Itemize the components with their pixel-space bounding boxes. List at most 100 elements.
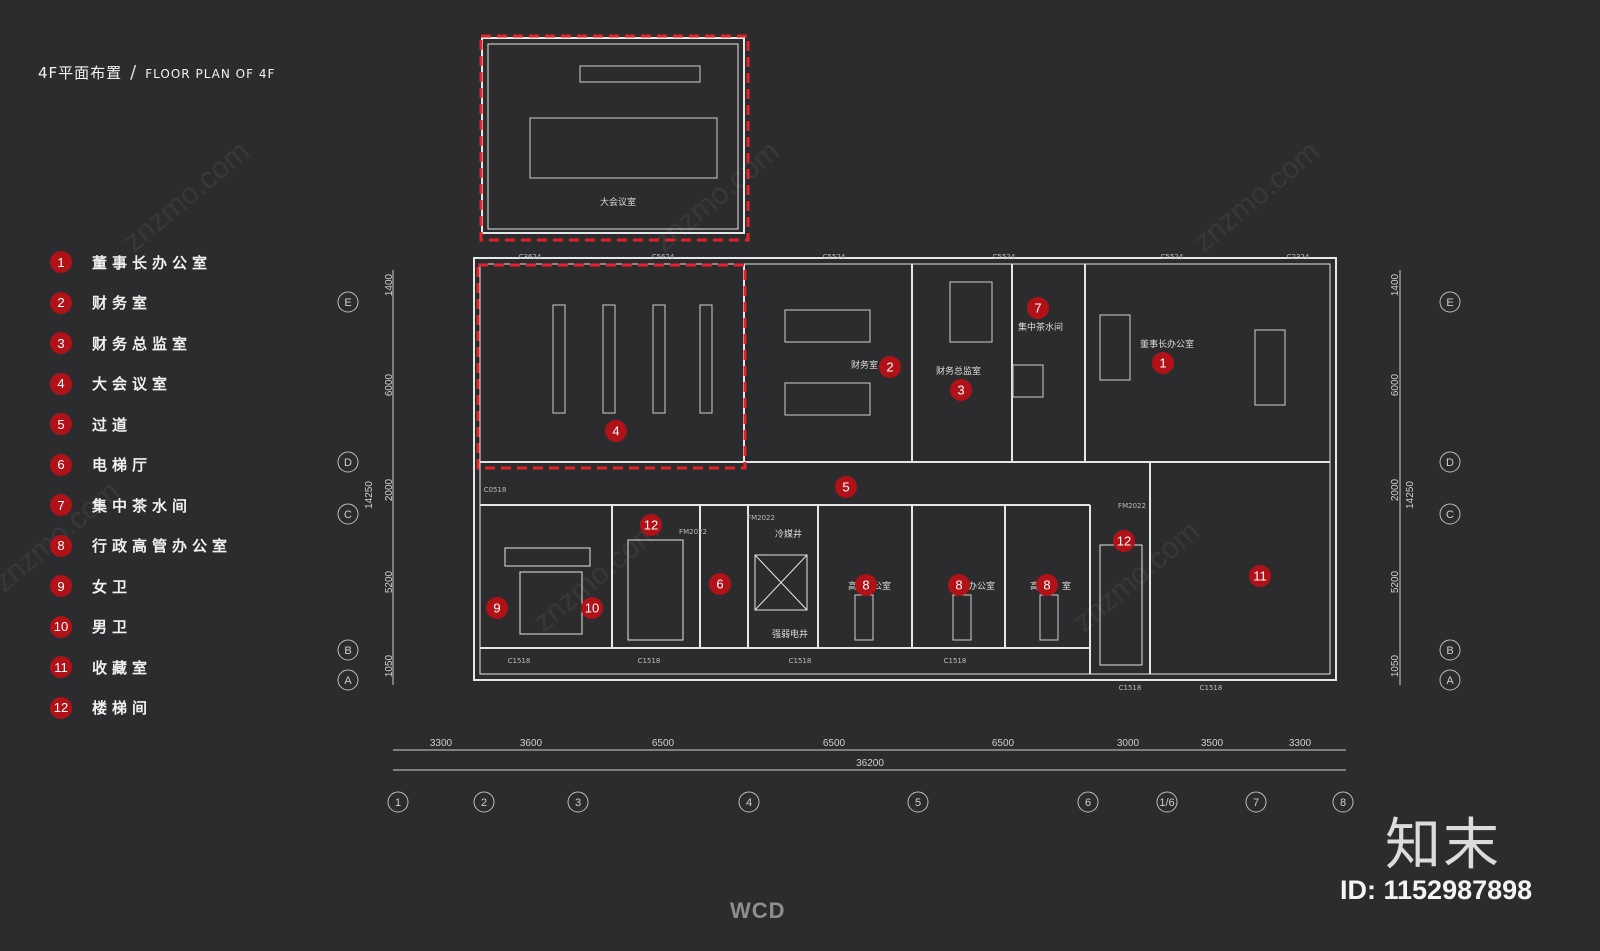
legend-label: 行政高管办公室 [92,537,233,555]
axis-label: D [1446,457,1454,469]
window-tag: FM2022 [747,514,775,522]
legend-number: 3 [50,332,72,354]
legend-label: 电梯厅 [92,456,153,474]
axis-row-bubble: B [1439,639,1461,661]
staircase-left [627,539,684,641]
axis-circle [1156,791,1178,813]
window-tag: C0518 [484,486,507,494]
room-marker: 7 [1027,297,1049,319]
axis-circle [337,669,359,691]
axis-row-bubble: A [337,669,359,691]
room-marker: 3 [950,379,972,401]
axis-column-bubble: 3 [567,791,589,813]
room-marker: 8 [948,574,970,596]
dimension-lines [392,270,1401,771]
room-marker: 8 [855,574,877,596]
room-marker-dot [1249,565,1271,587]
top-meeting-room-inner [487,43,739,230]
legend-number: 6 [50,453,72,476]
room-marker: 8 [1036,574,1058,596]
label-exec-a: 高 [848,580,857,592]
dimension-total: 14250 [364,481,375,509]
axis-label: E [1446,297,1453,309]
window-tag: C5524 [993,253,1016,261]
legend-label: 过道 [92,415,133,434]
legend-item: 12 楼梯间 [50,696,152,720]
axis-label: 5 [915,797,921,809]
room-marker-dot [709,573,731,595]
axis-label: B [1446,645,1453,657]
desk [1039,594,1059,641]
axis-column-bubble: 8 [1332,791,1354,813]
window-tag: C1518 [638,657,661,665]
room-marker-dot [879,356,901,378]
axis-circle [337,291,359,313]
chair-row [579,65,701,83]
brand-logo: WCD [730,898,786,923]
legend-label: 楼梯间 [92,699,153,717]
axis-label: 8 [1340,797,1346,809]
axis-label: 7 [1253,797,1259,809]
legend-number: 7 [50,494,72,516]
elevator [754,554,808,611]
axis-circle [337,639,359,661]
window-tag: C1518 [508,657,531,665]
dimension-value: 2000 [1390,478,1401,501]
axis-circle [473,791,495,813]
desk-group [784,382,871,416]
window-tag: C2324 [1287,253,1310,261]
axis-circle [337,451,359,473]
axis-column-bubble: 4 [738,791,760,813]
legend-label: 大会议室 [92,375,173,393]
window-tag: C1518 [1119,684,1142,692]
room-marker: 12 [1113,530,1135,552]
title-separator: / [130,62,138,83]
axis-column-bubble: 2 [473,791,495,813]
axis-row-bubble: C [1439,503,1461,525]
legend-label: 女卫 [92,577,133,596]
desk-group [784,309,871,343]
room-marker-dot [640,514,662,536]
top-meeting-room-wall [481,37,745,234]
highlight-meeting-room [476,263,747,470]
room-marker: 4 [605,420,627,442]
room-marker-dot [855,574,877,596]
window-tag: C5524 [823,253,846,261]
axis-circle [1439,669,1461,691]
axis-circle [1439,291,1461,313]
axis-column-bubble: 1/6 [1156,791,1178,813]
dimension-value: 6000 [1390,373,1401,396]
axis-circle [567,791,589,813]
dimension-value: 5200 [384,570,395,593]
dimension-value: 3000 [1117,738,1140,749]
restroom-sink [504,547,591,567]
label-exec-c2: 室 [1062,580,1071,592]
axis-label: D [344,457,352,469]
dimension-value: 3300 [430,738,453,749]
axis-column-bubble: 5 [907,791,929,813]
training-desk-row [652,304,666,414]
training-desk-row [602,304,616,414]
legend-number: 8 [50,534,72,557]
walls [473,37,1337,681]
room-marker-number: 12 [644,518,658,533]
room-marker: 2 [879,356,901,378]
watermark-id: ID: 1152987898 [1340,875,1533,905]
highlight-frames [476,34,750,470]
axis-label: C [344,509,352,521]
label-exec-c: 高 [1030,580,1039,592]
training-desk-row [699,304,713,414]
axis-label: A [344,675,352,687]
dimension-value: 1050 [1390,654,1401,677]
legend-number: 10 [50,615,72,638]
dimension-value: 3500 [1201,738,1224,749]
legend-number: 12 [50,696,72,719]
